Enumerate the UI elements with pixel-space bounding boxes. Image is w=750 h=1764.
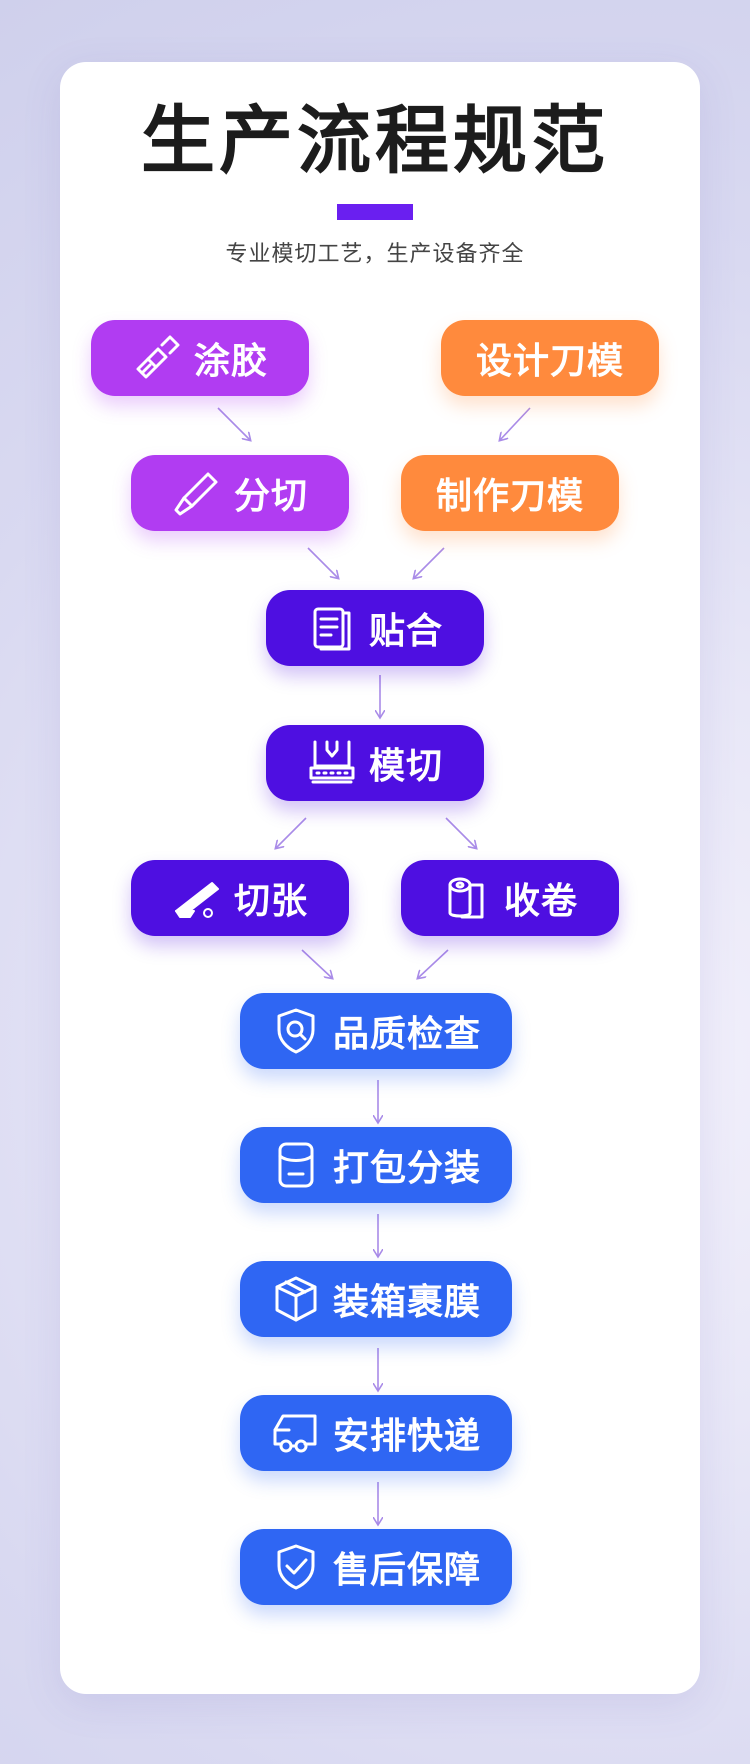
step-rewinding: 收卷 xyxy=(401,860,619,936)
step-sheet-cutting: 切张 xyxy=(131,860,349,936)
step-label: 设计刀模 xyxy=(475,341,624,382)
roll-icon xyxy=(442,873,492,923)
step-die-cutting: 模切 xyxy=(266,725,484,801)
step-design-die: 设计刀模 xyxy=(441,320,659,396)
shield-search-icon xyxy=(271,1006,321,1056)
step-label: 分切 xyxy=(233,476,308,517)
truck-icon xyxy=(271,1408,321,1458)
step-label: 售后保障 xyxy=(332,1550,481,1591)
step-quality-check: 品质检查 xyxy=(240,993,512,1069)
step-shipping: 安排快递 xyxy=(240,1395,512,1471)
shield-check-icon xyxy=(271,1542,321,1592)
step-label: 打包分装 xyxy=(332,1148,481,1189)
package-icon xyxy=(271,1140,321,1190)
step-label: 贴合 xyxy=(368,611,443,652)
step-laminating: 贴合 xyxy=(266,590,484,666)
step-slitting: 分切 xyxy=(131,455,349,531)
step-boxing: 装箱裹膜 xyxy=(240,1261,512,1337)
step-label: 模切 xyxy=(368,746,443,787)
step-label: 品质检查 xyxy=(332,1014,481,1055)
document-icon xyxy=(307,603,357,653)
step-packing: 打包分装 xyxy=(240,1127,512,1203)
die-cutting-machine-icon xyxy=(307,738,357,788)
step-make-die: 制作刀模 xyxy=(401,455,619,531)
step-label: 制作刀模 xyxy=(435,476,584,517)
step-coating: 涂胶 xyxy=(91,320,309,396)
knife-icon xyxy=(172,468,222,518)
step-label: 切张 xyxy=(233,881,308,922)
cutter-icon xyxy=(172,873,222,923)
title-underline xyxy=(337,204,413,220)
step-label: 安排快递 xyxy=(332,1416,481,1457)
brush-icon xyxy=(132,333,182,383)
step-label: 收卷 xyxy=(503,881,578,922)
page-title: 生产流程规范 xyxy=(141,98,609,184)
page-subtitle: 专业模切工艺，生产设备齐全 xyxy=(225,242,525,267)
step-label: 装箱裹膜 xyxy=(332,1282,481,1323)
box-icon xyxy=(271,1274,321,1324)
step-after-sales: 售后保障 xyxy=(240,1529,512,1605)
step-label: 涂胶 xyxy=(193,341,268,382)
